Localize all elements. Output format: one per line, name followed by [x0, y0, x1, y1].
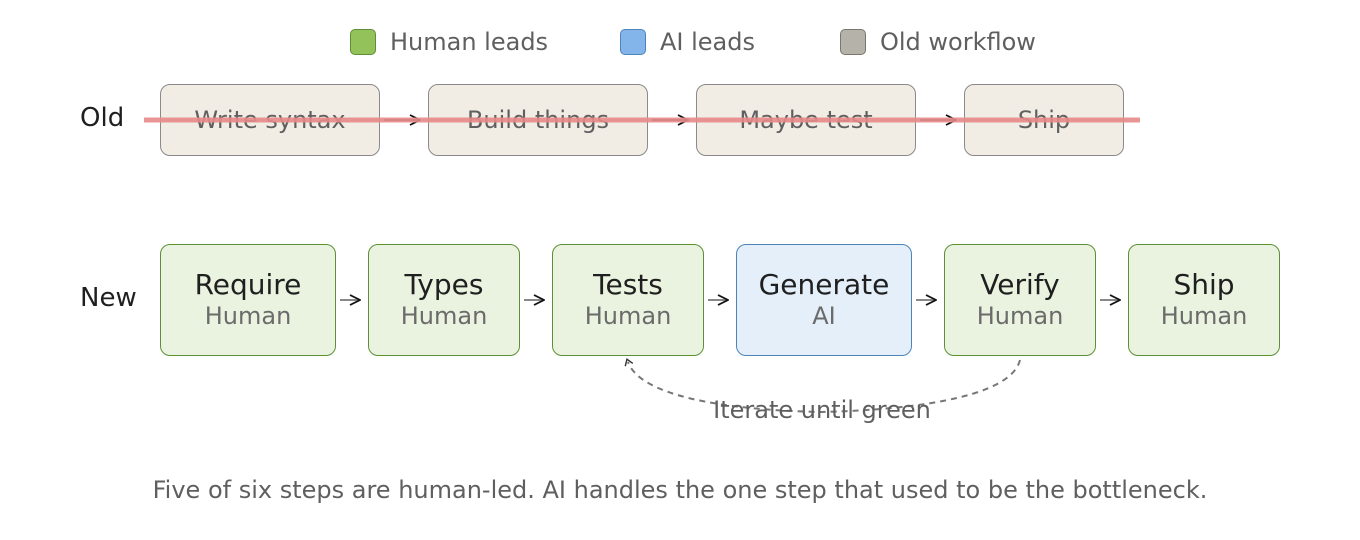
old-row-label: Old	[80, 103, 125, 133]
diagram-caption: Five of six steps are human-led. AI hand…	[152, 476, 1208, 504]
new-step-ship: Ship Human	[1128, 244, 1280, 356]
step-role: Human	[1160, 302, 1248, 330]
new-step-verify: Verify Human	[944, 244, 1096, 356]
step-title: Types	[404, 268, 484, 301]
step-title: Tests	[593, 268, 663, 301]
step-role: Human	[204, 302, 292, 330]
step-title: Require	[194, 268, 302, 301]
new-step-generate: Generate AI	[736, 244, 912, 356]
new-step-tests: Tests Human	[552, 244, 704, 356]
iterate-loop-arrow	[624, 357, 1021, 414]
legend-item-old: Old workflow	[840, 27, 1036, 57]
new-step-types: Types Human	[368, 244, 520, 356]
legend-label-old: Old workflow	[880, 28, 1036, 56]
legend-label-human: Human leads	[390, 28, 549, 56]
new-step-require: Require Human	[160, 244, 336, 356]
step-role: Human	[976, 302, 1064, 330]
new-row-label: New	[80, 283, 137, 313]
step-title: Verify	[980, 268, 1060, 301]
legend-item-human: Human leads	[350, 27, 548, 57]
legend-swatch-old	[840, 29, 866, 55]
step-role: Human	[584, 302, 672, 330]
legend-label-ai: AI leads	[660, 28, 756, 56]
step-title: Generate	[758, 268, 890, 301]
step-role: Human	[400, 302, 488, 330]
step-role: AI	[812, 302, 836, 330]
legend-swatch-human	[350, 29, 376, 55]
step-title: Ship	[1173, 268, 1235, 301]
iterate-loop-label: Iterate until green	[713, 396, 931, 424]
legend-swatch-ai	[620, 29, 646, 55]
legend-item-ai: AI leads	[620, 27, 755, 57]
